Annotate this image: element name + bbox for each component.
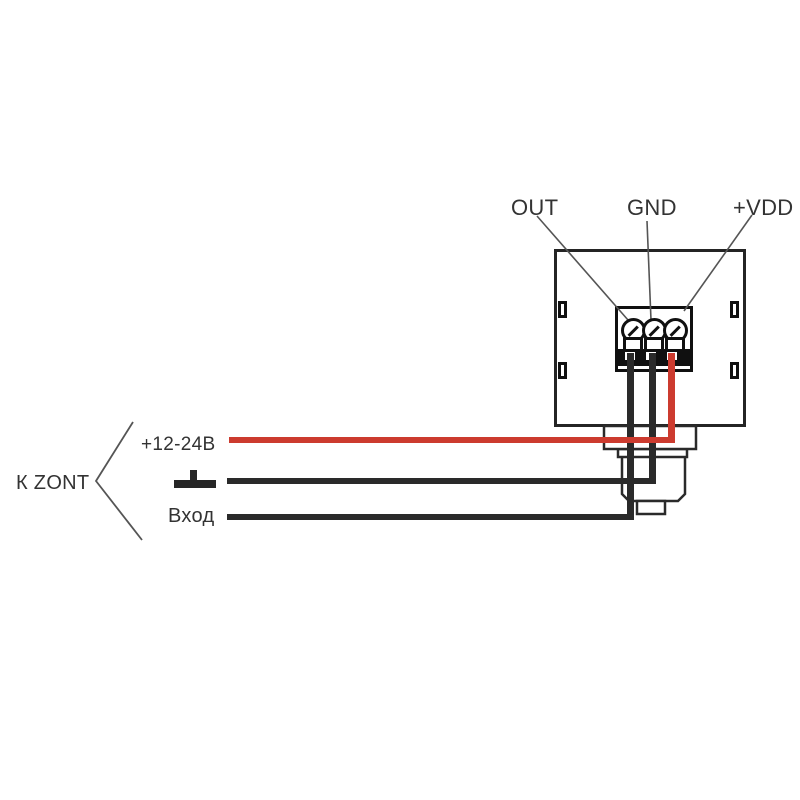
mounting-slot-left-bottom — [558, 362, 567, 379]
label-terminal-out: OUT — [511, 195, 559, 220]
chassis-ground-icon — [174, 480, 216, 488]
wire-input-horizontal — [227, 514, 634, 520]
screw-slot-icon — [627, 325, 639, 336]
mounting-slot-right-bottom — [730, 362, 739, 379]
label-input-wire: Вход — [168, 505, 215, 527]
wire-input-vertical — [626, 353, 634, 520]
leader-line-vdd — [683, 214, 753, 312]
wire-power-horizontal — [229, 437, 675, 443]
label-terminal-gnd: GND — [627, 195, 677, 220]
mounting-slot-right-top — [730, 301, 739, 318]
chassis-ground-icon — [190, 470, 197, 481]
group-brace — [94, 421, 143, 541]
wire-ground-horizontal — [227, 478, 656, 484]
label-power-wire: +12-24В — [141, 434, 216, 455]
leader-line-out — [536, 215, 629, 321]
wire-ground-vertical — [648, 353, 656, 484]
cable-gland-nub — [635, 499, 667, 516]
wire-power-vertical — [667, 353, 675, 443]
label-group-k-zont: К ZONT — [16, 472, 90, 494]
label-terminal-vdd: +VDD — [733, 195, 794, 220]
screw-slot-icon — [648, 325, 660, 336]
screw-slot-icon — [669, 325, 681, 336]
leader-line-gnd — [646, 220, 652, 321]
mounting-slot-left-top — [558, 301, 567, 318]
